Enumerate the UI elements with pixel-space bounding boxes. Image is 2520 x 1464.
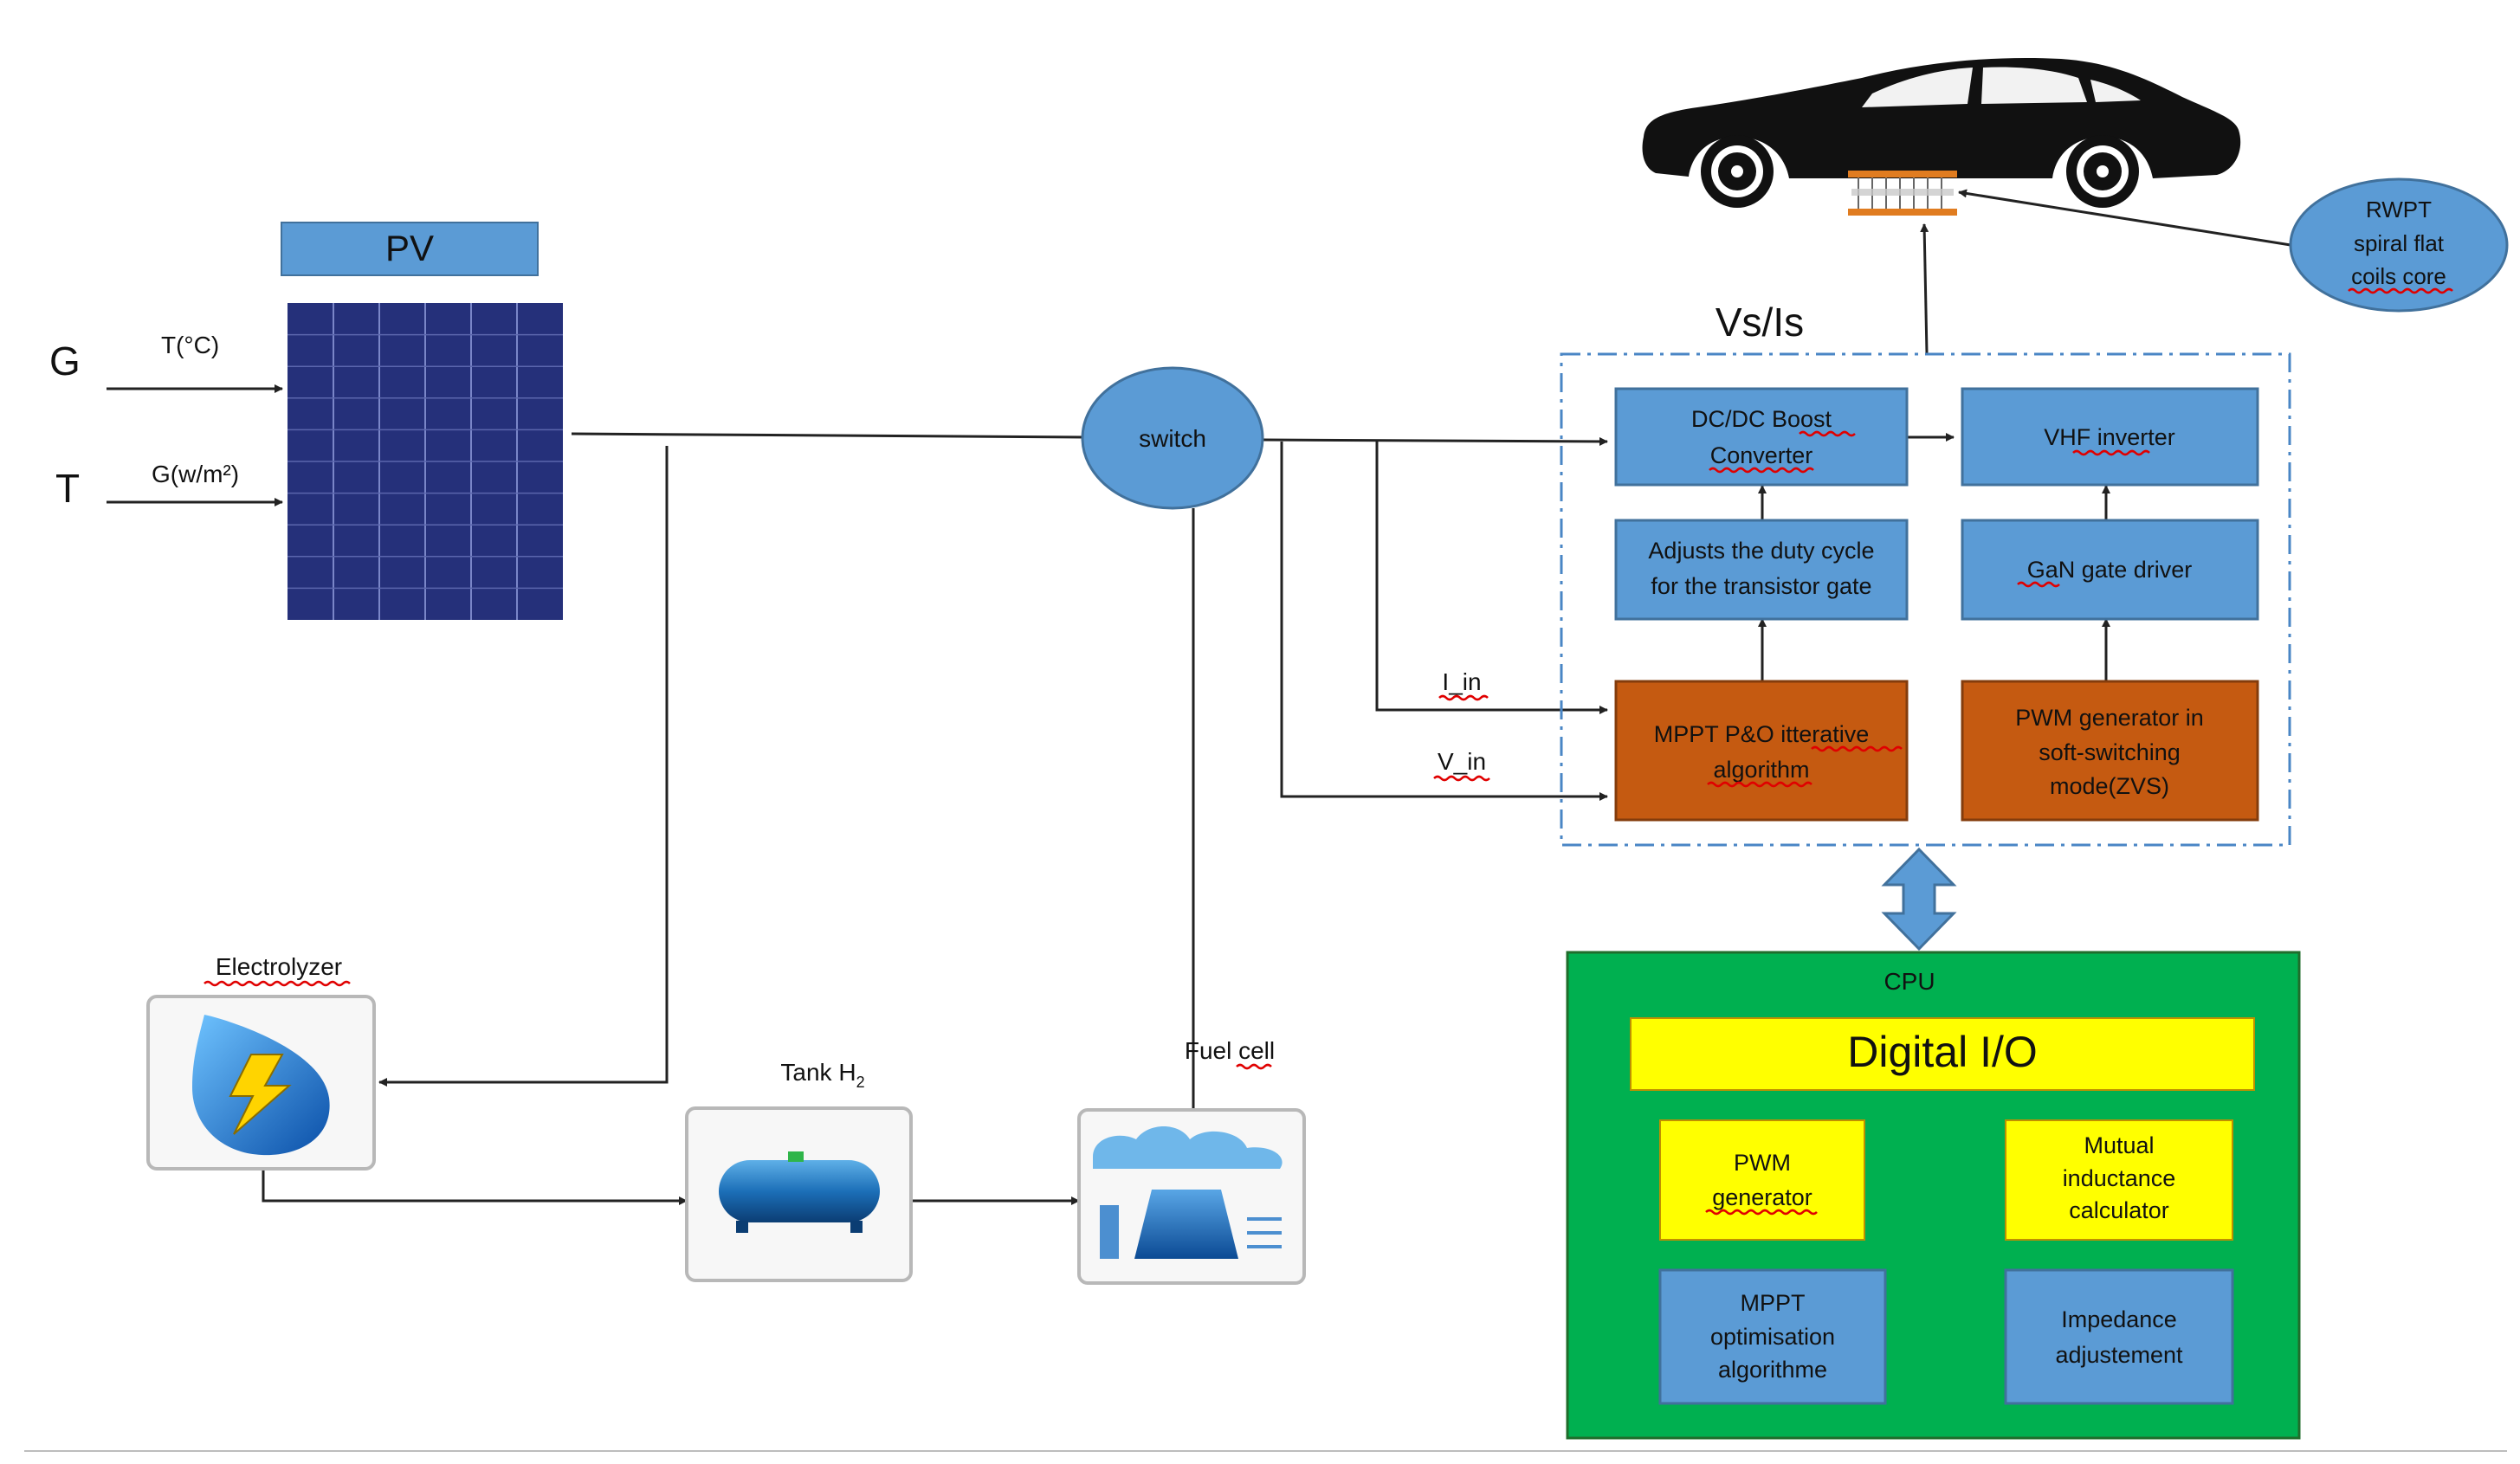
mutual-line-2: inductance (2063, 1165, 2176, 1191)
gan-gate-driver: GaN gate driver (1961, 519, 2259, 621)
electrolyzer-label: Electrolyzer (216, 953, 342, 980)
vhf-label: VHF inverter (2044, 424, 2175, 450)
controller-box: Vs/Is (1560, 300, 2291, 847)
pv-inputs: G T T(°C) G(w/m²) (49, 332, 283, 511)
rear-wheel (2066, 135, 2139, 208)
spell-underline (1236, 1063, 1272, 1070)
spell-underline (2072, 449, 2150, 456)
impedance-line-1: Impedance (2061, 1306, 2177, 1332)
spell-underline (204, 980, 351, 987)
spell-underline (2348, 287, 2453, 294)
irradiance-label: G(w/m²) (152, 461, 239, 487)
power-plant-icon (1093, 1126, 1283, 1259)
pv-panel (288, 303, 563, 620)
mppt-po-line-1: MPPT P&O itterative (1654, 721, 1870, 747)
controller-title: Vs/Is (1716, 300, 1804, 345)
pwm-gen-line-2: generator (1712, 1184, 1812, 1210)
spell-underline (2017, 581, 2060, 588)
spell-underline (1433, 775, 1490, 782)
duty-line-2: for the transistor gate (1651, 573, 1871, 599)
temperature-label: T(°C) (161, 332, 219, 358)
electrolyzer-to-tank-arrow (262, 1169, 688, 1205)
cpu-title: CPU (1884, 968, 1935, 995)
i-in-label: I_in (1442, 668, 1481, 695)
controller-cpu-double-arrow (1881, 847, 1957, 951)
front-wheel (1701, 135, 1774, 208)
rwpt-coil-node: RWPT spiral flat coils core (2289, 177, 2509, 313)
spell-underline (1707, 781, 1812, 788)
v-in-line (1280, 442, 1608, 801)
mutual-line-1: Mutual (2084, 1132, 2154, 1158)
switch-node: switch (1081, 366, 1264, 510)
rwpt-to-coil-arrow (1958, 189, 2291, 247)
rwpt-line-3: coils core (2351, 263, 2446, 289)
pv-to-switch-line (571, 432, 1085, 439)
spell-underline (1705, 1209, 1818, 1216)
mutual-inductance-calculator: Mutual inductance calculator (2005, 1119, 2233, 1241)
wireless-coil-icon (1848, 171, 1957, 216)
dcdc-boost-converter: DC/DC Boost Converter (1614, 387, 1909, 487)
mppt-opt-line-1: MPPT (1740, 1290, 1805, 1316)
switch-label: switch (1139, 425, 1206, 452)
cpu-block: CPU Digital I/O PWM generator Mutual ind… (1566, 951, 2301, 1440)
spell-underline (1799, 430, 1856, 437)
mppt-po-line-2: algorithm (1713, 757, 1809, 783)
dcdc-line-2: Converter (1710, 442, 1813, 468)
pv-block: PV (281, 222, 563, 620)
fuel-cell: Fuel cell (1077, 1037, 1306, 1285)
mppt-opt-line-3: algorithme (1718, 1357, 1827, 1383)
mppt-optimisation-algorithm: MPPT optimisation algorithme (1658, 1268, 1887, 1405)
electric-car-icon (1642, 57, 2241, 208)
rwpt-line-1: RWPT (2366, 197, 2432, 223)
duty-cycle-block: Adjusts the duty cycle for the transisto… (1614, 519, 1909, 621)
gas-tank-icon (719, 1151, 880, 1233)
rwpt-line-2: spiral flat (2354, 230, 2445, 256)
spell-underline (1709, 467, 1814, 474)
controller-to-coil-arrow (1920, 223, 1929, 354)
pwm-gen-line-1: PWM (1734, 1150, 1791, 1176)
connectors (262, 189, 2291, 1205)
duty-line-1: Adjusts the duty cycle (1648, 538, 1874, 564)
t-letter: T (55, 466, 80, 511)
spell-underline (1438, 694, 1489, 701)
pv-to-electrolyzer-line (378, 446, 669, 1087)
tank-label: Tank H2 (780, 1059, 864, 1091)
digital-io-label: Digital I/O (1847, 1028, 2038, 1076)
mppt-opt-line-2: optimisation (1710, 1324, 1835, 1350)
mppt-po-algorithm: MPPT P&O itterative algorithm (1614, 680, 1909, 822)
fuel-cell-label: Fuel cell (1185, 1037, 1275, 1064)
pwm-soft-line-2: soft-switching (2039, 739, 2181, 765)
signal-labels: I_in V_in (1433, 668, 1490, 782)
pwm-soft-line-1: PWM generator in (2015, 705, 2204, 731)
dcdc-line-1: DC/DC Boost (1691, 406, 1832, 432)
pwm-soft-switching: PWM generator in soft-switching mode(ZVS… (1961, 680, 2259, 822)
pwm-generator: PWM generator (1659, 1119, 1865, 1241)
impedance-adjustment: Impedance adjustement (2004, 1268, 2234, 1405)
vhf-inverter: VHF inverter (1961, 387, 2259, 487)
pv-title: PV (385, 228, 434, 268)
digital-io-box (1630, 1017, 2255, 1091)
v-in-label: V_in (1438, 748, 1486, 775)
gan-label: GaN gate driver (2027, 557, 2193, 583)
hydrogen-tank: Tank H2 (685, 1059, 913, 1282)
mutual-line-3: calculator (2069, 1197, 2169, 1223)
pv-title-box (281, 222, 539, 276)
i-in-line (1375, 442, 1608, 714)
electrolyzer: Electrolyzer (146, 953, 376, 1171)
spell-underline (1811, 745, 1903, 752)
switch-to-dcdc-arrow (1262, 436, 1608, 446)
impedance-line-2: adjustement (2055, 1342, 2183, 1368)
pwm-soft-line-3: mode(ZVS) (2050, 773, 2169, 799)
lightning-icon (229, 1054, 292, 1135)
g-letter: G (49, 339, 81, 384)
water-drop-icon (192, 1015, 330, 1156)
